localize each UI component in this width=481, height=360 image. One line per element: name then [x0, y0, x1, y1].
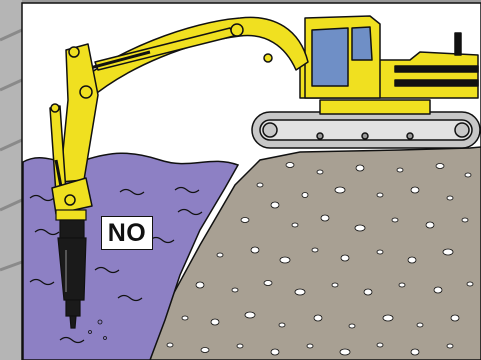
cab-window	[312, 28, 348, 86]
no-warning-label: NO	[101, 216, 153, 250]
left-photo-strip	[0, 0, 22, 360]
